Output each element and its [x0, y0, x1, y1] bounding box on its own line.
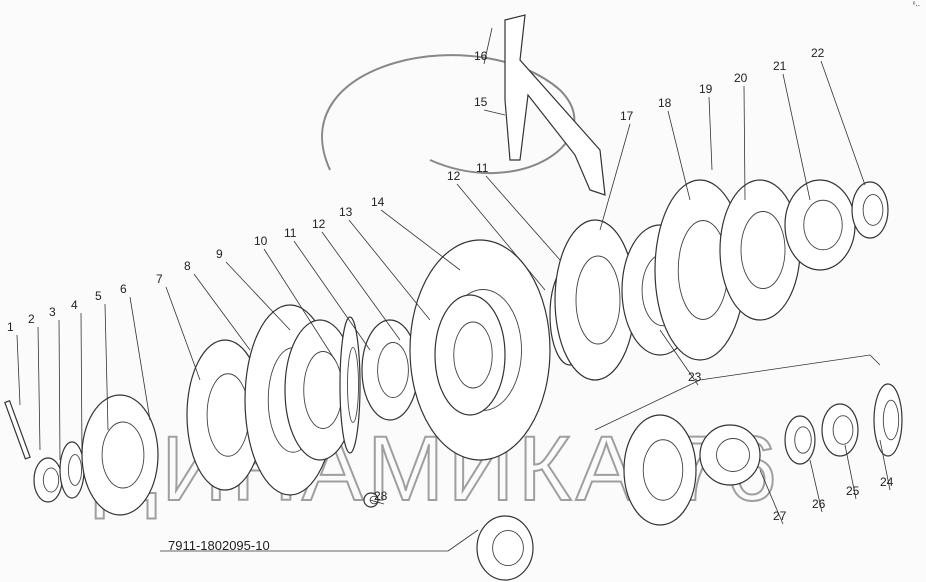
snap-ring: [873, 383, 903, 457]
callout-13: 13: [339, 205, 353, 219]
callout-25: 25: [846, 484, 860, 498]
callout-leader-26: [809, 459, 823, 513]
callout-leader-8: [193, 273, 251, 351]
gear-hub-bore: [453, 321, 493, 389]
callout-12: 12: [312, 217, 326, 231]
callout-leader-19: [708, 96, 713, 171]
gear-hub: [434, 294, 506, 416]
callout-7: 7: [156, 272, 163, 286]
callout-2: 2: [28, 312, 35, 326]
cone-housing-bore: [803, 199, 843, 251]
callout-18: 18: [658, 96, 672, 110]
sleeve-disc-bore: [575, 255, 621, 345]
callout-leader-9: [225, 261, 291, 331]
washer: [59, 441, 85, 499]
callout-16: 16: [474, 49, 488, 63]
callout-leader-4: [80, 312, 83, 456]
callout-leader-3: [58, 319, 61, 461]
callout-leader-2: [37, 326, 41, 451]
callout-leader-28: [369, 499, 385, 505]
callout-21: 21: [773, 59, 787, 73]
callout-leader-16: [483, 27, 493, 65]
callout-17: 17: [620, 109, 634, 123]
callout-6: 6: [120, 282, 127, 296]
flange-hub-bore: [101, 421, 145, 489]
callout-leader-6: [129, 296, 151, 421]
callout-leader-15: [483, 109, 506, 116]
callout-20: 20: [734, 71, 748, 85]
callout-leader-27: [759, 469, 784, 525]
shaft: [699, 424, 761, 486]
callout-leader-11: [485, 175, 561, 261]
callout-leader-24: [879, 439, 891, 491]
bearing-bore: [377, 342, 409, 398]
cover-bore: [740, 211, 786, 289]
flange-hub: [81, 394, 159, 516]
callout-5: 5: [95, 289, 102, 303]
synchro-ring: [339, 316, 361, 454]
callout-19: 19: [699, 82, 713, 96]
cover: [719, 179, 801, 321]
end-nut: [851, 181, 889, 239]
nut: [33, 457, 63, 503]
drawing-code-label: 7911-1802095-10: [168, 538, 270, 553]
shaft-gear: [623, 414, 697, 526]
group-23-bracket: [594, 354, 881, 431]
callout-27: 27: [773, 509, 787, 523]
callout-leader-10: [263, 248, 336, 361]
callout-leader-5: [104, 303, 109, 431]
callout-leader-12: [456, 183, 546, 291]
shaft-bore: [716, 438, 750, 472]
callout-leader-13: [348, 219, 431, 321]
nut-bore: [42, 467, 60, 493]
callout-leader-18: [667, 110, 691, 201]
callout-leader-11: [293, 240, 371, 351]
callout-leader-20: [743, 85, 746, 201]
callout-leader-22: [820, 60, 866, 186]
corner-mark: ᵉ‥: [912, 1, 920, 8]
bush-bore: [832, 415, 854, 445]
synchro-ring-bore: [347, 347, 359, 423]
cone-housing: [784, 179, 856, 271]
bearing: [361, 319, 419, 421]
callout-leader-1: [16, 334, 21, 406]
callout-26: 26: [812, 497, 826, 511]
callout-15: 15: [474, 95, 488, 109]
callout-1: 1: [7, 320, 14, 334]
callout-10: 10: [254, 234, 268, 248]
bottom-gear: [476, 515, 534, 581]
callout-leader-25: [844, 444, 857, 500]
end-nut-bore: [862, 194, 884, 226]
cotter-pin: [4, 400, 31, 460]
code-leader-tip: [447, 529, 479, 552]
callout-leader-17: [599, 123, 631, 231]
callout-11: 11: [284, 226, 297, 240]
callout-11: 11: [476, 161, 489, 175]
snap-ring-bore: [882, 399, 900, 441]
needle-bearing-bore: [794, 426, 812, 454]
shift-fork: [504, 14, 606, 196]
callout-leader-7: [165, 286, 201, 381]
callout-24: 24: [880, 475, 894, 489]
callout-leader-21: [782, 73, 811, 201]
callout-23: 23: [688, 370, 702, 384]
callout-22: 22: [811, 46, 825, 60]
callout-4: 4: [71, 298, 78, 312]
shaft-gear-bore: [642, 439, 684, 501]
callout-14: 14: [371, 195, 385, 209]
bottom-gear-bore: [492, 529, 524, 567]
callout-28: 28: [374, 489, 388, 503]
callout-leader-23: [659, 329, 699, 386]
callout-leader-14: [380, 209, 461, 271]
callout-9: 9: [216, 247, 223, 261]
callout-leader-12: [321, 231, 401, 341]
needle-bearing: [784, 415, 816, 465]
bush: [821, 403, 859, 457]
washer-bore: [67, 454, 83, 486]
callout-8: 8: [184, 259, 191, 273]
callout-3: 3: [49, 305, 56, 319]
callout-12: 12: [447, 169, 461, 183]
